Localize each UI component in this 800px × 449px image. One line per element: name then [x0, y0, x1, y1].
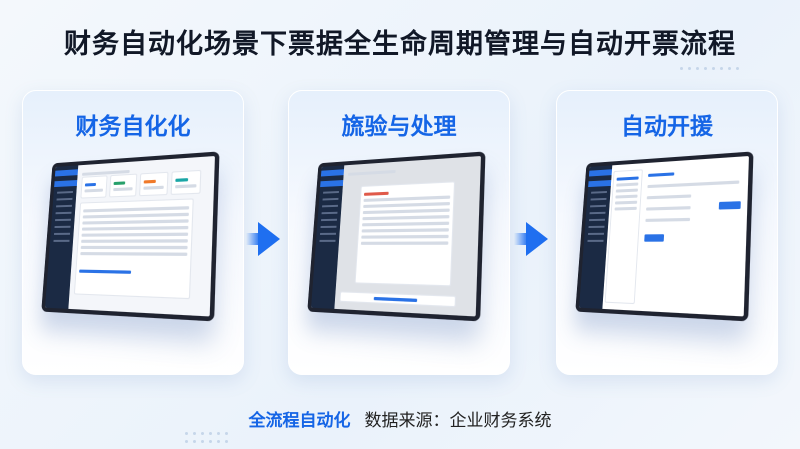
step-title: 财务自化化: [23, 107, 243, 141]
step-title: 旒验与处理: [289, 107, 509, 141]
data-source: 数据来源：企业财务系统: [365, 411, 552, 431]
step-card-verification: 旒验与处理: [288, 90, 510, 375]
step-title: 自动开援: [557, 107, 777, 141]
footer-highlight: 全流程自动化: [249, 411, 351, 431]
arrow-right-icon: [526, 222, 548, 256]
arrow-right-icon: [258, 222, 280, 256]
app-screenshot-invoice-form: [575, 151, 753, 321]
decorative-dots: [185, 432, 228, 443]
page-title: 财务自动化场景下票据全生命周期管理与自动开票流程: [0, 22, 800, 61]
decorative-dots: [680, 67, 739, 70]
app-screenshot-verification: [307, 151, 485, 321]
step-card-auto-invoicing: 自动开援: [556, 90, 778, 375]
step-card-finance-automation: 财务自化化: [22, 90, 244, 375]
footer: 全流程自动化数据来源：企业财务系统: [0, 406, 800, 431]
app-screenshot-dashboard: [41, 151, 219, 321]
